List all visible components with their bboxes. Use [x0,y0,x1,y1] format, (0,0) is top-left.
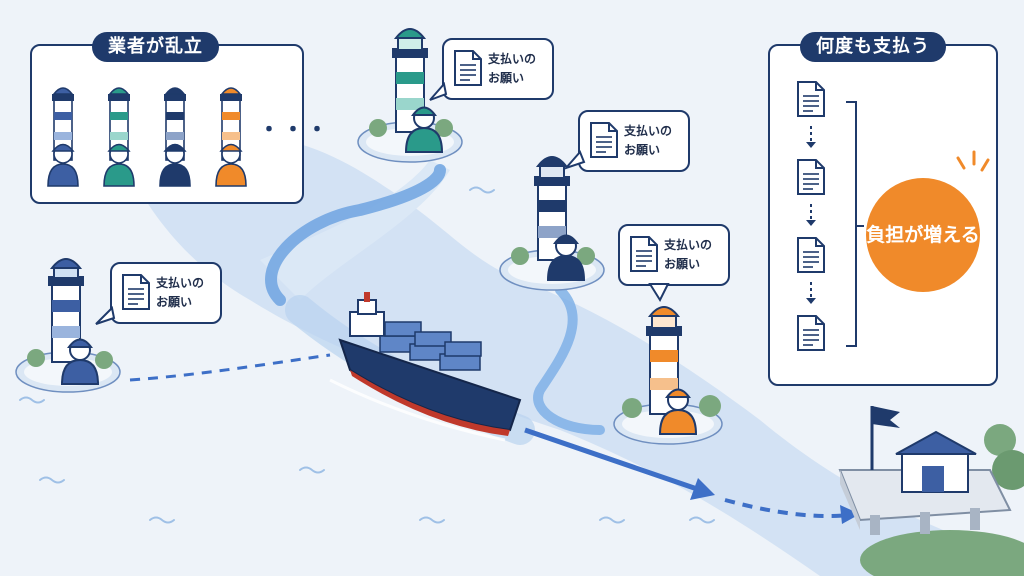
document-sequence [797,81,990,351]
more-vendors-ellipsis: ・・・ [258,118,331,143]
worker-icon [658,388,698,435]
worker-icon [404,106,444,153]
payment-request-text: 支払いのお願い [664,238,713,271]
payment-request-text: 支払いのお願い [624,124,673,157]
route-arrow-icon [690,478,715,500]
repeat-payment-panel-title: 何度も支払う [800,32,946,62]
vendor-blue [47,87,79,187]
document-icon [797,237,825,273]
document-icon [122,274,150,310]
document-icon [454,50,482,86]
document-icon [797,315,825,351]
vendors-panel [30,44,304,204]
lighthouse-island-left [15,258,121,393]
worker-icon [60,338,100,385]
worker-icon [103,163,135,187]
payment-request-bubble: 支払いのお願い [442,38,554,100]
vendors-panel-title: 業者が乱立 [92,32,219,62]
document-icon [590,122,618,158]
vendor-lineup [47,87,247,187]
document-icon [797,159,825,195]
lighthouse-island-top [357,28,463,163]
warehouse-icon [895,430,977,493]
vendor-orange [215,87,247,187]
lighthouse-island-middle [499,156,605,291]
port [838,406,1024,576]
vendor-navy [159,87,191,187]
payment-request-text: 支払いのお願い [488,52,537,85]
flag-icon [870,406,900,470]
wave-marks [19,186,715,524]
payment-request-bubble: 支払いのお願い [578,110,690,172]
payment-request-text: 支払いのお願い [156,276,205,309]
payment-request-bubble: 支払いのお願い [110,262,222,324]
emphasis-marks-icon [956,150,990,172]
worker-icon [215,163,247,187]
vendor-teal [103,87,135,187]
worker-icon [546,234,586,281]
document-icon [630,236,658,272]
burden-increase-badge: 負担が増える [866,178,980,292]
payment-request-bubble: 支払いのお願い [618,224,730,286]
document-icon [797,81,825,117]
worker-icon [47,163,79,187]
lighthouse-island-orange [613,306,723,445]
ship-icon [329,292,522,442]
worker-icon [159,163,191,187]
